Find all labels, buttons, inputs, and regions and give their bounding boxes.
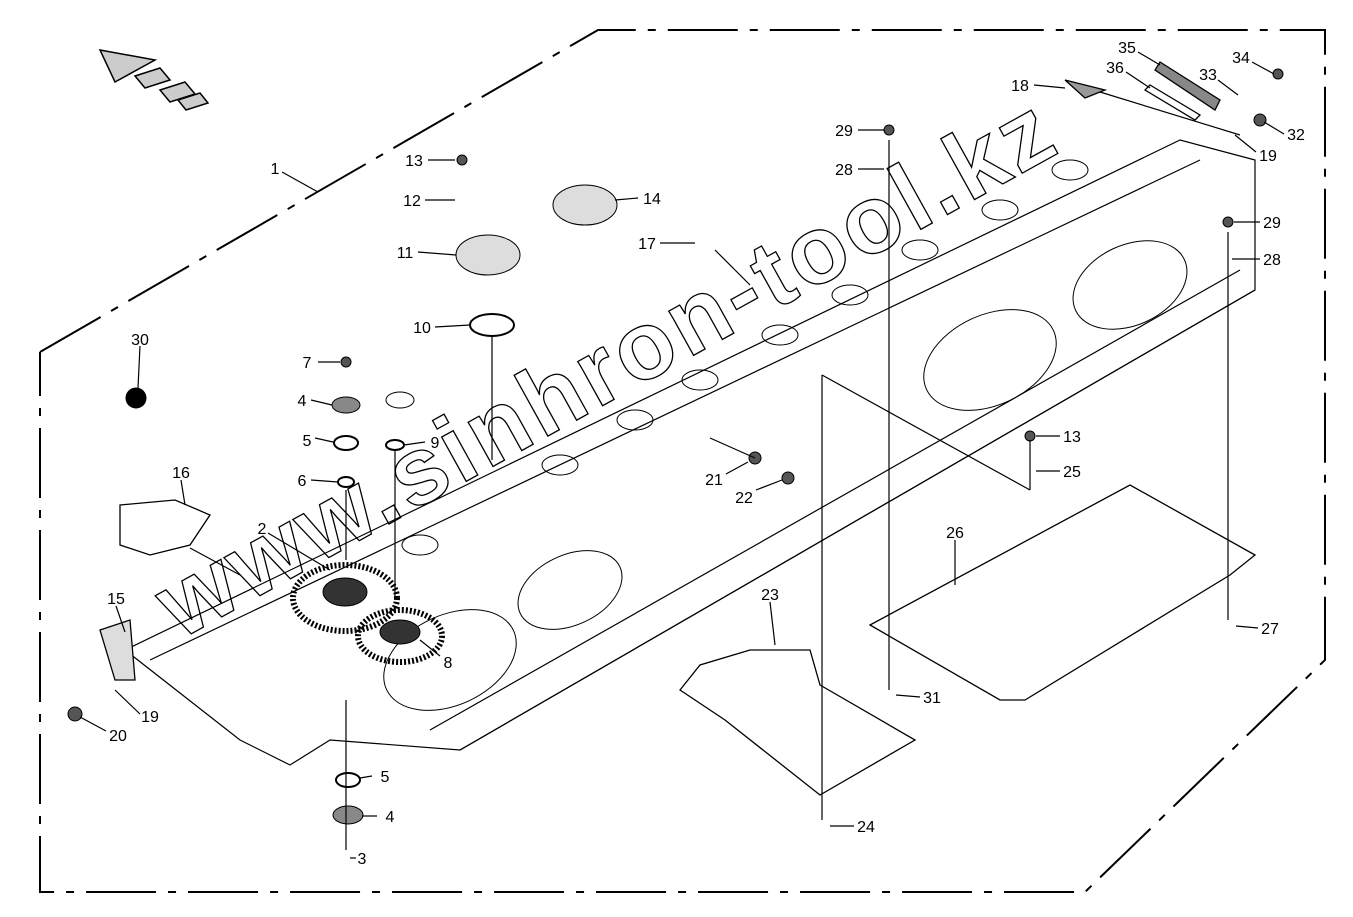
part-label-11: 11 xyxy=(397,245,414,262)
part-label-24: 24 xyxy=(857,819,875,836)
gearbox-housing xyxy=(123,139,1256,766)
part-label-32: 32 xyxy=(1287,127,1305,144)
assembly-boundary-frame xyxy=(39,29,1326,893)
part-label-8: 8 xyxy=(444,655,453,672)
part-label-29: 29 xyxy=(1263,215,1281,232)
part-label-28: 28 xyxy=(835,162,853,179)
part-label-3: 3 xyxy=(358,851,367,868)
part-label-27: 27 xyxy=(1261,621,1279,638)
part-label-9: 9 xyxy=(431,435,440,452)
part-label-19: 19 xyxy=(1259,148,1277,165)
part-label-1: 1 xyxy=(271,161,280,178)
part-label-10: 10 xyxy=(413,320,431,337)
part-label-4: 4 xyxy=(298,393,307,410)
part-label-13: 13 xyxy=(405,153,423,170)
part-label-2: 2 xyxy=(258,521,267,538)
part-label-4: 4 xyxy=(386,809,395,826)
part-label-12: 12 xyxy=(403,193,421,210)
part-label-31: 31 xyxy=(923,690,941,707)
part-label-23: 23 xyxy=(761,587,779,604)
part-label-21: 21 xyxy=(705,472,723,489)
part-label-5: 5 xyxy=(381,769,390,786)
bearing-bore xyxy=(383,159,1188,711)
part-label-15: 15 xyxy=(107,591,125,608)
part-label-13: 13 xyxy=(1063,429,1081,446)
part-number-labels: 1234455678910111213131415161718191920212… xyxy=(107,40,1305,868)
part-label-33: 33 xyxy=(1199,67,1217,84)
small-parts xyxy=(67,68,1284,825)
part-label-29: 29 xyxy=(835,123,853,140)
part-label-6: 6 xyxy=(298,473,307,490)
part-label-36: 36 xyxy=(1106,60,1124,77)
part-label-16: 16 xyxy=(172,465,190,482)
part-label-14: 14 xyxy=(643,191,661,208)
part-label-25: 25 xyxy=(1063,464,1081,481)
gear xyxy=(290,562,445,665)
direction-arrow-icon xyxy=(98,49,210,111)
leader-lines xyxy=(79,51,1285,859)
part-label-17: 17 xyxy=(638,236,656,253)
cover-plates xyxy=(99,61,1257,796)
part-label-5: 5 xyxy=(303,433,312,450)
part-label-26: 26 xyxy=(946,525,964,542)
part-label-18: 18 xyxy=(1011,78,1029,95)
part-label-35: 35 xyxy=(1118,40,1136,57)
part-label-28: 28 xyxy=(1263,252,1281,269)
part-label-22: 22 xyxy=(735,490,753,507)
part-label-30: 30 xyxy=(131,332,149,349)
part-label-34: 34 xyxy=(1232,50,1250,67)
part-label-19: 19 xyxy=(141,709,159,726)
part-label-20: 20 xyxy=(109,728,127,745)
part-label-7: 7 xyxy=(303,355,312,372)
